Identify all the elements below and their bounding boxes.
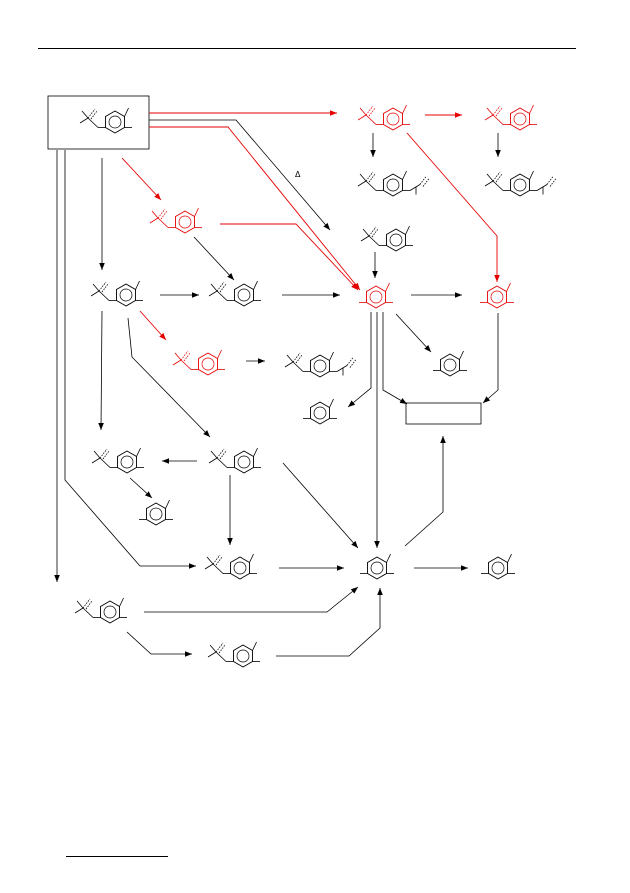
- molecule-m-small-left: [303, 398, 337, 425]
- molecule-m-mid-side: [284, 351, 357, 378]
- arrow-center-main-to-right-small: [395, 313, 432, 353]
- arrow-left-main-to-red-mid: [139, 310, 167, 341]
- molecule-m-red-left: [149, 207, 202, 234]
- molecule-m-center-main: [359, 282, 393, 309]
- arrow-center-main-to-small-left: [347, 312, 372, 408]
- start-material-box: [47, 95, 150, 150]
- molecule-m-end: [481, 553, 515, 580]
- header-rule: [38, 48, 576, 49]
- arrow-red-left-to-center-main: [220, 223, 359, 291]
- molecule-m-top-center: [357, 104, 410, 131]
- molecule-m-right-small: [433, 350, 467, 377]
- molecule-m-mid-main: [208, 280, 261, 307]
- molecule-m-tr-below: [484, 170, 557, 197]
- arrow-left-main-down-to-left-low: [98, 310, 104, 431]
- arrow-center-main-to-product-box: [382, 312, 408, 405]
- molecule-m-tc-below: [357, 170, 430, 197]
- molecule-m-last: [207, 641, 260, 668]
- arrow-mid-low-to-hub: [282, 462, 359, 549]
- arrow-red-left-to-mid-main: [193, 236, 235, 281]
- arrow-far-left-to-last: [126, 631, 192, 657]
- molecule-m-top-right: [484, 104, 537, 131]
- molecule-m-left-main: [90, 280, 143, 307]
- molecule-m-mid-low: [208, 447, 261, 474]
- molecule-m-far-left: [74, 597, 127, 624]
- arrow-right-main-to-product-box: [482, 313, 499, 404]
- arrow-far-left-to-hub: [144, 586, 359, 613]
- molecule-m-hub: [360, 553, 394, 580]
- arrow-start-to-mid-bottom: [64, 150, 196, 569]
- molecule-m-start: [79, 107, 132, 134]
- arrow-left-main-to-mid-low: [127, 317, 211, 438]
- arrow-start-to-center-main: [149, 126, 361, 291]
- molecule-m-bottom-small: [139, 499, 173, 526]
- arrow-hub-to-product-box: [404, 436, 446, 547]
- arrow-start-to-center-up: [149, 119, 331, 231]
- arrow-top-center-to-right-main: [406, 132, 500, 282]
- molecule-m-mid-bottom: [204, 553, 257, 580]
- molecule-m-center-up: [360, 225, 413, 252]
- arrow-start-to-red-left: [121, 157, 162, 201]
- molecule-m-right-main: [480, 282, 514, 309]
- arrow-left-low-to-bottom-small: [129, 477, 153, 499]
- heat-symbol: Δ: [295, 170, 301, 179]
- product-box: [405, 402, 482, 425]
- molecule-m-red-mid: [172, 349, 225, 376]
- footnote-rule: [66, 856, 168, 857]
- arrow-last-to-hub: [276, 588, 383, 657]
- molecule-m-left-low: [91, 447, 144, 474]
